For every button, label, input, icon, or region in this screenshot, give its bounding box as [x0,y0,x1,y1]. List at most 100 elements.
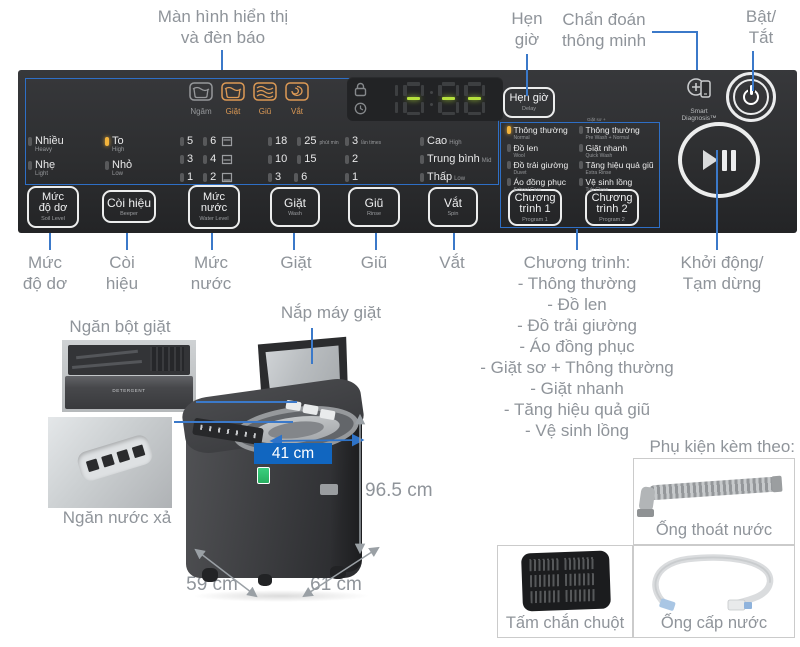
button-sublabel: Beeper [120,210,138,217]
led [294,173,299,182]
water-level-button[interactable]: Mức nước Water Level [188,185,240,229]
program-sublabel: Normal [513,135,530,141]
soak-icon [189,82,213,101]
accessory-cell-rat-guard: Tấm chắn chuột [497,545,633,638]
supply-hose-illustration [652,554,774,611]
led [297,137,302,146]
diagnosis-annotation: Chẩn đoán thông minh [552,9,656,51]
indicator-wash-row1: 18 25 phút min [268,136,339,147]
colon [429,91,433,106]
start-pause-button[interactable] [678,122,760,198]
wash-number: 6 [301,171,308,183]
water-number: 4 [210,153,217,165]
display-annotation: Màn hình hiển thị và đèn báo [145,6,301,48]
led [579,178,583,186]
indicator-sublabel: Heavy [35,147,53,153]
label-line: Còi [109,253,135,272]
power-annotation: Bật/ Tắt [727,6,795,48]
delay-button-label: Hẹn giờ [509,92,549,104]
button-label: độ dơ [38,202,68,214]
indicator-sublabel: Low [454,176,466,182]
led [297,155,302,164]
label-line: Mức [27,253,63,272]
label-soil-level: Mức độ dơ [8,252,82,294]
delay-button-sublabel: Delay [521,106,537,112]
smart-diagnosis-icon [687,78,711,98]
drawer-front-text: DETERGENT [112,388,146,393]
label-line: Khởi động/ [680,253,764,272]
led [507,178,511,186]
led [345,137,349,146]
indicator-label: Nhẹ [35,159,56,171]
phase-rinse: Giũ [248,82,282,116]
label-line: Ngăn nước xả [62,508,172,527]
water-level-mid-icon [222,154,233,165]
program1-button[interactable]: Chương trình 1 Program 1 [508,189,562,226]
program-label: Thông thường [513,125,568,135]
drain-slot [75,432,155,484]
label-line: Giặt [280,253,312,272]
rinse-number: 3 [352,135,359,147]
display-annotation-line1: Màn hình hiển thị [157,7,289,26]
rinse-button[interactable]: Giũ Rinse [348,187,400,227]
machine-foot [330,566,346,579]
power-button[interactable] [726,72,776,122]
indicator-label: Nhiều [35,135,64,147]
label-detergent-drawer: Ngăn bột giặt [50,316,190,337]
accessory-cell-supply-hose: Ống cấp nước [633,545,795,638]
wash-number: 3 [275,171,282,183]
drum-diameter-badge: 41 cm [254,443,332,464]
button-sublabel: Water Level [199,216,229,222]
phase-spin: Vắt [280,82,314,116]
accessories-title: Phụ kiện kèm theo: [595,436,795,457]
delay-button[interactable]: Hẹn giờ Delay [503,87,555,118]
connector-line-drain [174,421,293,423]
program-label: Giặt nhanh [585,143,628,153]
brand-plate [320,484,338,495]
machine-foot [202,568,218,582]
power-icon [743,85,759,105]
water-number: 3 [187,153,194,165]
label-water-level: Mức nước [174,252,248,294]
digit-1 [377,82,398,115]
rinse-number: 1 [352,171,359,183]
wash-unit: phút min [319,140,339,146]
power-annotation-line2: Tắt [748,28,774,47]
program-sublabel: Duvet [513,170,527,176]
label-start-pause: Khởi động/ Tạm dừng [662,252,782,294]
led [180,137,184,146]
smart-diagnosis: Smart Diagnosis™ [676,73,722,122]
spin-button[interactable]: Vắt Spin [428,187,478,227]
pause-bar-1 [721,149,727,171]
beeper-button[interactable]: Còi hiệu Beeper [102,190,156,223]
label-line: Nắp máy giặt [280,303,382,322]
indicator-label: Nhỏ [112,159,133,171]
indicator-wash-row3: 3 6 [268,172,307,183]
program-label: Tăng hiệu quả giũ [585,160,654,170]
label-line: Vắt [439,253,465,272]
digit-2 [403,82,424,115]
spin-icon [285,82,309,101]
button-label: Còi hiệu [106,195,152,210]
rat-guard-label: Tấm chắn chuột [505,614,625,632]
indicator-rinse-row1: 3 lần times [345,136,381,147]
soil-level-button[interactable]: Mức độ dơ Soil Level [27,186,79,228]
program-list-item: - Giặt sơ + Thông thường [480,358,674,377]
wash-number: 18 [275,135,288,147]
wash-button[interactable]: Giặt Wash [270,187,320,227]
dimension-value: 96.5 cm [365,480,433,501]
phase-rinse-label: Giũ [258,107,272,116]
program2-button[interactable]: Chương trình 2 Program 2 [585,189,639,226]
indicator-rinse-row2: 2 [345,154,358,165]
led [420,173,424,182]
button-label: trình 2 [596,202,628,215]
annotation-line-lid [311,328,313,364]
button-label: Vắt [443,196,462,210]
